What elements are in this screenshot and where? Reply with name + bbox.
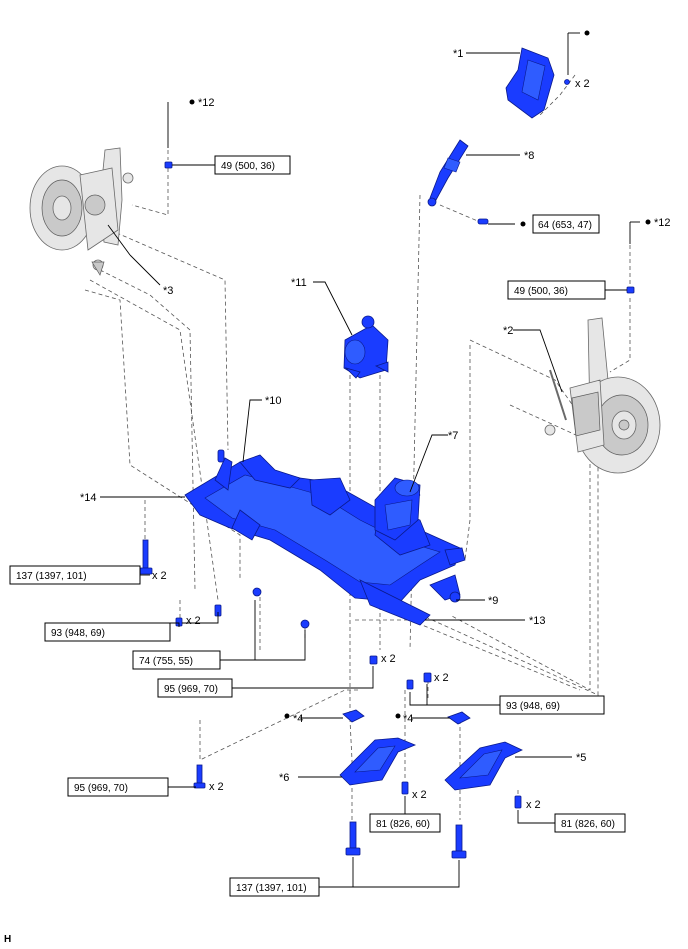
callout-labels: *1 *12 *8 *12 *11 *3 *2 *10 *7 *14 *9 *1… bbox=[80, 48, 671, 784]
callout-4-right: *4 bbox=[403, 713, 413, 725]
right-brake-disc-knuckle bbox=[544, 317, 661, 474]
torque-box-81-right: 81 (826, 60) bbox=[554, 813, 626, 833]
steering-shaft-part-8 bbox=[427, 139, 489, 225]
qty-95-lower: x 2 bbox=[209, 781, 224, 793]
svg-text:95 (969, 70): 95 (969, 70) bbox=[74, 783, 128, 794]
exhaust-part-7 bbox=[374, 477, 421, 541]
front-suspension-crossmember bbox=[184, 449, 466, 626]
leader-lines bbox=[100, 32, 640, 888]
torque-box-49-left: 49 (500, 36) bbox=[214, 155, 291, 175]
torque-box-137-left: 137 (1397, 101) bbox=[9, 565, 141, 585]
svg-text:137 (1397, 101): 137 (1397, 101) bbox=[16, 571, 87, 582]
torque-box-49-right: 49 (500, 36) bbox=[507, 280, 606, 300]
callout-14: *14 bbox=[80, 492, 97, 504]
qty-81-left: x 2 bbox=[412, 789, 427, 801]
torque-box-93-right: 93 (948, 69) bbox=[499, 695, 605, 715]
fasteners bbox=[138, 161, 635, 859]
callout-12-right: *12 bbox=[654, 217, 671, 229]
svg-text:95 (969, 70): 95 (969, 70) bbox=[164, 684, 218, 695]
qty-93-left: x 2 bbox=[186, 615, 201, 627]
qty-137-left: x 2 bbox=[152, 570, 167, 582]
qty-93-right: x 2 bbox=[434, 672, 449, 684]
svg-text:49 (500, 36): 49 (500, 36) bbox=[221, 161, 275, 172]
bullet-dots bbox=[189, 30, 651, 719]
torque-box-137-lower: 137 (1397, 101) bbox=[229, 877, 320, 897]
svg-text:64 (653, 47): 64 (653, 47) bbox=[538, 220, 592, 231]
svg-text:137 (1397, 101): 137 (1397, 101) bbox=[236, 883, 307, 894]
svg-text:74 (755, 55): 74 (755, 55) bbox=[139, 656, 193, 667]
svg-text:81 (826, 60): 81 (826, 60) bbox=[561, 819, 615, 830]
callout-6: *6 bbox=[279, 772, 289, 784]
callout-8: *8 bbox=[524, 150, 534, 162]
svg-text:81 (826, 60): 81 (826, 60) bbox=[376, 819, 430, 830]
torque-box-81-left: 81 (826, 60) bbox=[369, 813, 441, 833]
callout-9: *9 bbox=[488, 595, 498, 607]
callout-10: *10 bbox=[265, 395, 282, 407]
callout-11: *11 bbox=[291, 277, 307, 289]
qty-81-right: x 2 bbox=[526, 799, 541, 811]
qty-part1: x 2 bbox=[575, 78, 590, 90]
quantity-labels: x 2 x 2 x 2 x 2 x 2 x 2 x 2 x 2 bbox=[152, 78, 590, 811]
callout-12-left: *12 bbox=[198, 97, 215, 109]
mount-bracket-part-11 bbox=[343, 315, 389, 379]
callout-7: *7 bbox=[448, 430, 458, 442]
qty-95-centre: x 2 bbox=[381, 653, 396, 665]
torque-boxes: 49 (500, 36) 64 (653, 47) 49 (500, 36) 1… bbox=[9, 155, 626, 897]
callout-4-left: *4 bbox=[293, 713, 303, 725]
callout-13: *13 bbox=[529, 615, 546, 627]
svg-text:93 (948, 69): 93 (948, 69) bbox=[506, 701, 560, 712]
svg-text:93 (948, 69): 93 (948, 69) bbox=[51, 628, 105, 639]
figure-code: H bbox=[4, 934, 12, 945]
lower-arm-parts bbox=[339, 709, 523, 791]
callout-5: *5 bbox=[576, 752, 586, 764]
callout-1: *1 bbox=[453, 48, 463, 60]
torque-box-74: 74 (755, 55) bbox=[132, 650, 221, 670]
callout-2: *2 bbox=[503, 325, 513, 337]
left-steering-knuckle bbox=[29, 147, 134, 276]
torque-box-95-lower: 95 (969, 70) bbox=[67, 777, 169, 797]
torque-box-64: 64 (653, 47) bbox=[532, 214, 600, 234]
callout-3: *3 bbox=[163, 285, 173, 297]
torque-box-93-left: 93 (948, 69) bbox=[44, 622, 171, 642]
torque-box-95-centre: 95 (969, 70) bbox=[157, 678, 233, 698]
bracket-part-1 bbox=[505, 47, 570, 119]
svg-text:49 (500, 36): 49 (500, 36) bbox=[514, 286, 568, 297]
